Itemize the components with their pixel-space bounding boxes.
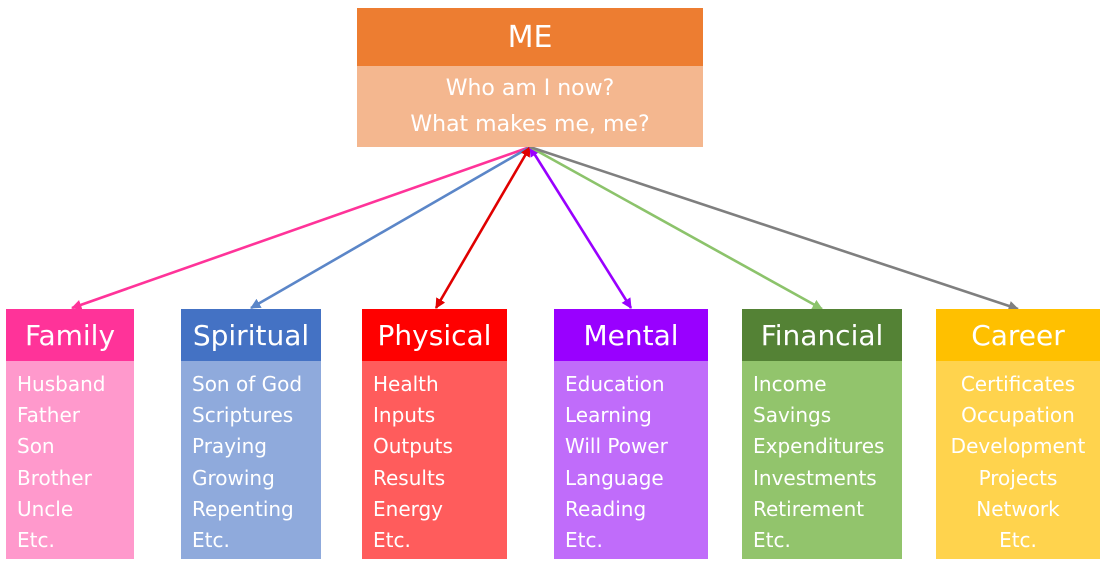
category-item: Will Power	[565, 434, 668, 459]
arrow-spiritual	[250, 145, 531, 310]
category-item: Expenditures	[753, 434, 885, 459]
category-item: Network	[976, 496, 1060, 521]
arrow-family	[71, 145, 531, 310]
category-item: Etc.	[565, 528, 603, 553]
category-financial-items: Income Savings Expenditures Investments …	[742, 361, 902, 559]
category-physical-title: Physical	[362, 309, 507, 361]
me-question-2: What makes me, me?	[410, 111, 650, 137]
category-item: Growing	[192, 465, 275, 490]
category-item: Father	[17, 403, 80, 428]
category-career-items: Certificates Occupation Development Proj…	[936, 361, 1100, 559]
me-question-1: Who am I now?	[445, 75, 615, 101]
category-item: Development	[950, 434, 1086, 459]
category-spiritual-title: Spiritual	[181, 309, 321, 361]
category-item: Certificates	[960, 372, 1076, 396]
category-item: Results	[373, 465, 446, 490]
category-physical-items: Health Inputs Outputs Results Energy Etc…	[362, 361, 507, 559]
category-family-title: Family	[6, 309, 134, 361]
category-item: Etc.	[192, 528, 230, 553]
category-item: Husband	[17, 372, 106, 396]
arrow-career	[529, 145, 1019, 311]
me-description: Who am I now? What makes me, me?	[357, 66, 703, 147]
category-mental-items: Education Learning Will Power Language R…	[554, 361, 708, 559]
category-item: Savings	[753, 403, 832, 428]
category-item: Etc.	[753, 528, 791, 553]
category-item: Uncle	[17, 496, 74, 521]
category-financial-title: Financial	[742, 309, 902, 361]
category-mental-title: Mental	[554, 309, 708, 361]
category-item: Health	[373, 372, 439, 396]
arrow-financial	[529, 145, 823, 311]
category-item: Son	[17, 434, 55, 459]
category-family-items: Husband Father Son Brother Uncle Etc.	[6, 361, 134, 559]
category-item: Occupation	[961, 403, 1075, 428]
category-item: Investments	[753, 465, 877, 490]
category-item: Language	[565, 465, 664, 490]
category-item: Income	[753, 372, 827, 396]
category-item: Scriptures	[192, 403, 294, 428]
category-item: Brother	[17, 465, 92, 490]
me-box: ME Who am I now? What makes me, me?	[357, 8, 703, 147]
category-item: Learning	[565, 403, 652, 428]
category-item: Praying	[192, 434, 267, 459]
category-spiritual-items: Son of God Scriptures Praying Growing Re…	[181, 361, 321, 559]
category-financial: Financial Income Savings Expenditures In…	[742, 309, 902, 559]
category-physical: Physical Health Inputs Outputs Results E…	[362, 309, 507, 559]
category-career: Career Certificates Occupation Developme…	[936, 309, 1100, 559]
arrow-physical	[434, 146, 532, 309]
category-item: Repenting	[192, 496, 294, 521]
category-spiritual: Spiritual Son of God Scriptures Praying …	[181, 309, 321, 559]
category-mental: Mental Education Learning Will Power Lan…	[554, 309, 708, 559]
category-item: Outputs	[373, 434, 453, 459]
category-item: Inputs	[373, 403, 436, 428]
category-item: Reading	[565, 496, 647, 521]
category-item: Energy	[373, 496, 444, 521]
me-title: ME	[357, 8, 703, 66]
category-career-title: Career	[936, 309, 1100, 361]
arrow-mental	[528, 146, 633, 309]
category-item: Projects	[978, 465, 1058, 490]
category-item: Son of God	[192, 372, 303, 396]
category-family: Family Husband Father Son Brother Uncle …	[6, 309, 134, 559]
category-item: Etc.	[17, 528, 55, 553]
category-item: Education	[565, 372, 665, 396]
category-item: Etc.	[373, 528, 411, 553]
category-item: Etc.	[999, 528, 1037, 553]
category-item: Retirement	[753, 496, 865, 521]
